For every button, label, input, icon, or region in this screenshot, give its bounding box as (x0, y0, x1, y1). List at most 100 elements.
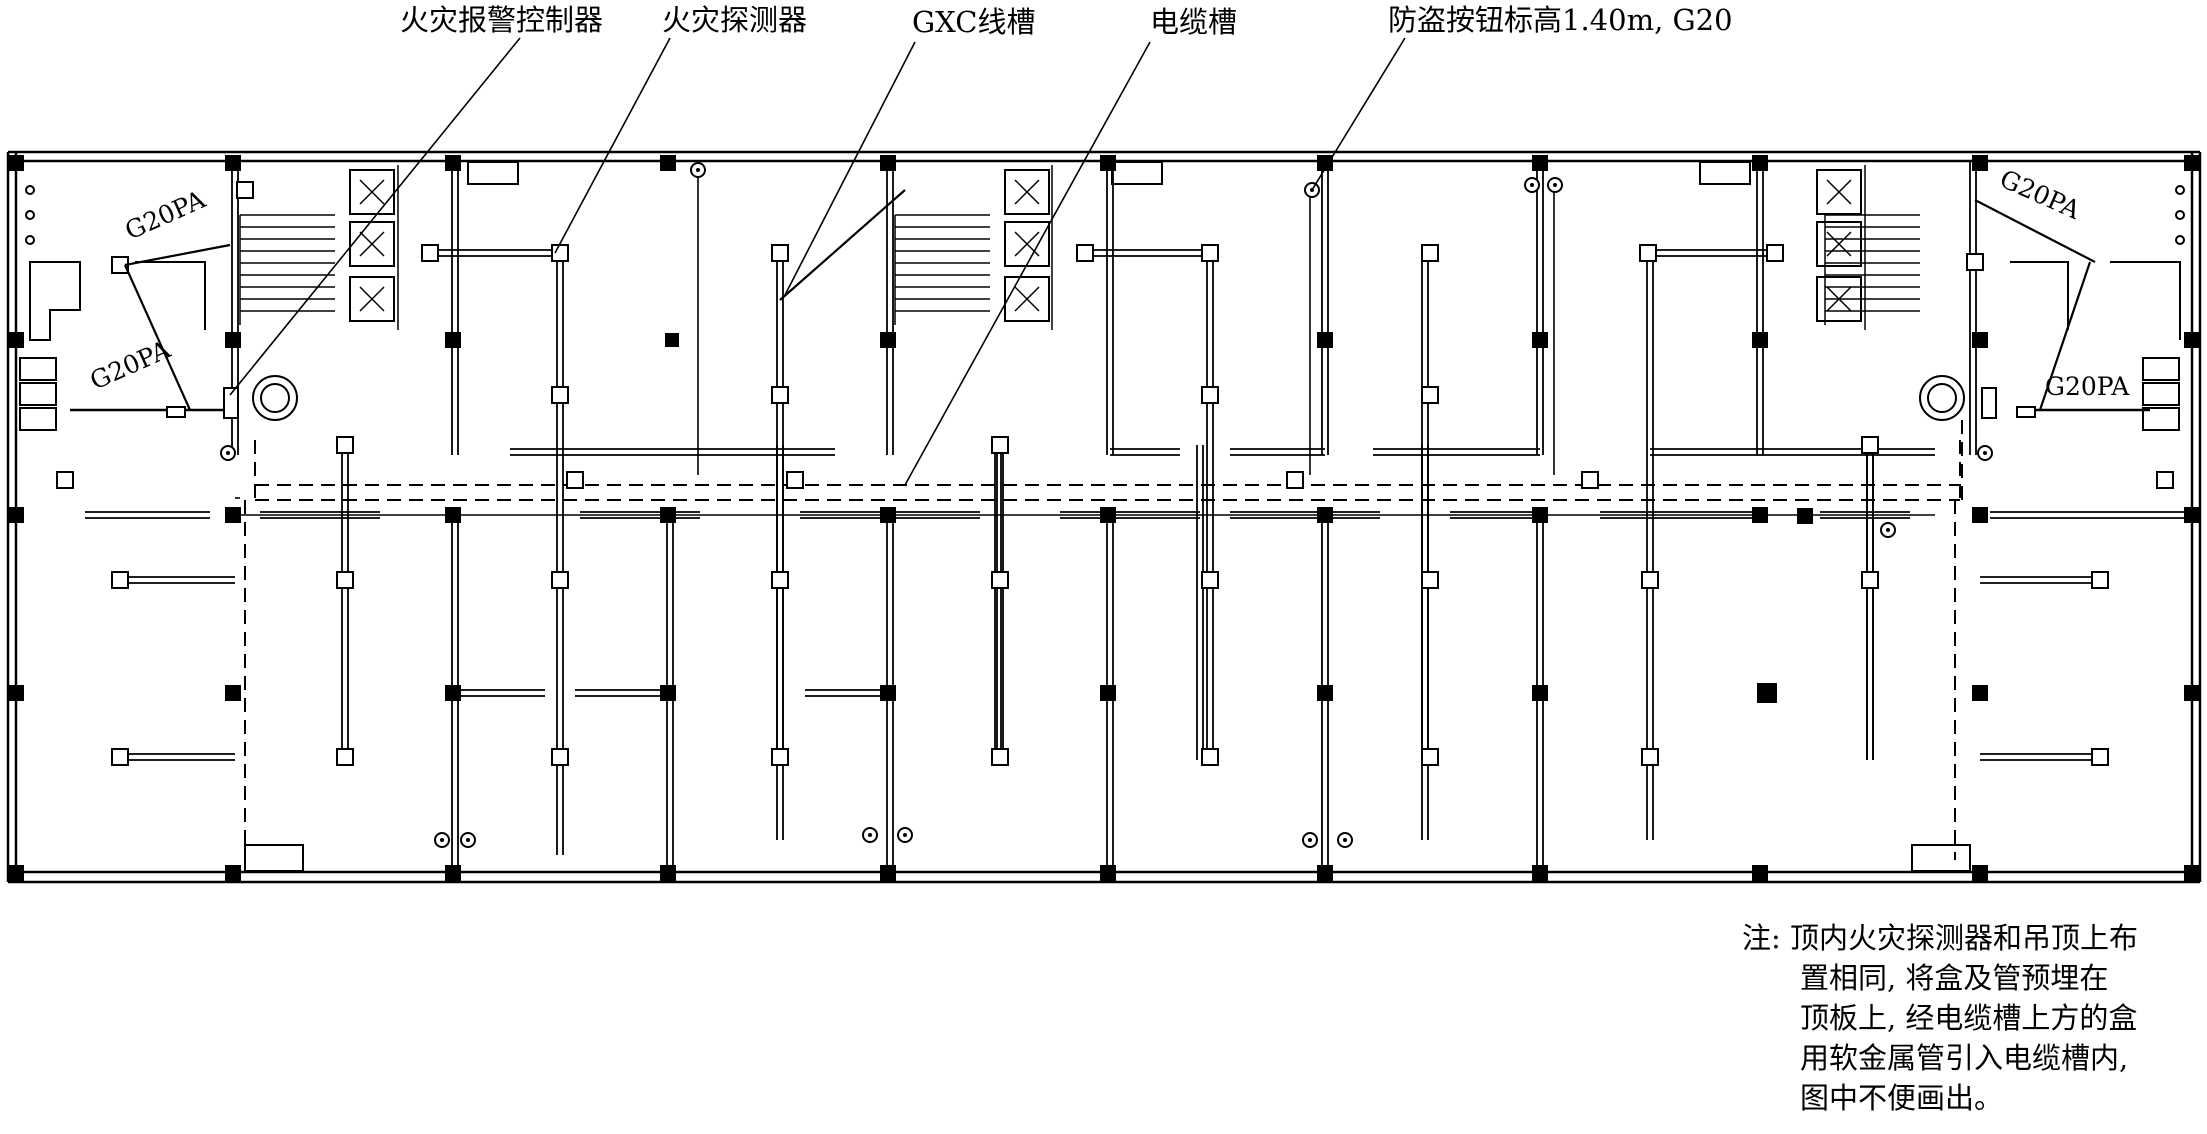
fixture (2175, 235, 2185, 245)
callout-leader (1311, 37, 1406, 191)
callout-gxc-trough-label: GXC线槽 (912, 5, 1036, 39)
door-panel (1111, 161, 1163, 185)
fire-detector-icon (1286, 471, 1304, 489)
column (1972, 155, 1988, 171)
column (445, 685, 461, 701)
burglar-button-dot (1886, 528, 1890, 532)
fixture (25, 210, 35, 220)
pipe-run (1974, 199, 2096, 263)
door-panel (1699, 161, 1751, 185)
fire-detector-icon (2091, 748, 2109, 766)
elevator-mark (1826, 231, 1852, 257)
fire-detector-icon (1421, 748, 1439, 766)
callout-detector-label: 火灾探测器 (662, 3, 807, 37)
fire-detector-icon (771, 748, 789, 766)
column (225, 155, 241, 171)
column (660, 685, 676, 701)
fire-detector-icon (551, 748, 569, 766)
fire-detector-icon (56, 471, 74, 489)
fixture (2175, 185, 2185, 195)
elevator (349, 276, 395, 322)
fire-detector-icon (2156, 471, 2174, 489)
pipe-label-left-upper: G20PA (121, 184, 211, 245)
fire-detector-icon (421, 244, 439, 262)
fixture (25, 235, 35, 245)
callout-burglar-button-label: 防盗按钮标高1.40m, G20 (1388, 3, 1733, 37)
column (1752, 155, 1768, 171)
fire-detector-icon (2091, 571, 2109, 589)
fire-alarm-controller-icon (1981, 387, 1997, 419)
fixture (25, 185, 35, 195)
column (1317, 865, 1333, 881)
column (660, 507, 676, 523)
fire-detector-icon (111, 748, 129, 766)
fire-detector-icon (1421, 571, 1439, 589)
sink (2142, 357, 2180, 381)
fire-detector-icon (336, 571, 354, 589)
round-column (1919, 375, 1965, 421)
fire-detector-icon (991, 436, 1009, 454)
pipe-run (124, 243, 231, 267)
column (1100, 865, 1116, 881)
pipe-run (2038, 261, 2092, 411)
column (1532, 865, 1548, 881)
fire-detector-icon (336, 436, 354, 454)
column (2184, 685, 2200, 701)
elevator-mark (1826, 179, 1852, 205)
fire-detector-icon (1641, 571, 1659, 589)
column (1972, 507, 1988, 523)
elevator (349, 221, 395, 267)
column (1757, 683, 1777, 703)
burglar-button-dot (226, 451, 230, 455)
column (660, 865, 676, 881)
fire-detector-icon (1421, 386, 1439, 404)
burglar-button-dot (1553, 183, 1557, 187)
callout-leader (554, 37, 671, 254)
sink (2142, 407, 2180, 431)
column (2184, 507, 2200, 523)
sink (19, 357, 57, 381)
column (445, 507, 461, 523)
cable-trough (244, 420, 1963, 860)
fire-detector-icon (1581, 471, 1599, 489)
fire-detector-icon (1641, 748, 1659, 766)
column (2184, 865, 2200, 881)
fire-detector-icon (1766, 244, 1784, 262)
column (8, 865, 24, 881)
structural-columns (8, 155, 2200, 881)
column (225, 865, 241, 881)
burglar-button-dot (696, 168, 700, 172)
column (445, 865, 461, 881)
column (1797, 508, 1813, 524)
pipe-label-right-lower: G20PA (2045, 372, 2130, 401)
column (1532, 685, 1548, 701)
fire-detector-icon (1966, 253, 1984, 271)
column (2184, 155, 2200, 171)
burglar-button-dot (440, 838, 444, 842)
column (8, 332, 24, 348)
column (225, 332, 241, 348)
column (1752, 865, 1768, 881)
callout-leaders (229, 37, 1406, 486)
column (1532, 155, 1548, 171)
toilet-partition (29, 261, 81, 341)
fire-detector-icon (551, 244, 569, 262)
column (8, 685, 24, 701)
callout-leader (904, 41, 1151, 486)
column (1532, 332, 1548, 348)
round-column (252, 375, 298, 421)
fixture (2175, 210, 2185, 220)
fire-detector-icon (991, 571, 1009, 589)
elevator (1004, 276, 1050, 322)
burglar-button-dot (1308, 838, 1312, 842)
pipe-run (123, 264, 192, 411)
elevator (1816, 276, 1862, 322)
fire-detector-icon (771, 386, 789, 404)
column (445, 332, 461, 348)
fire-detector-icon (1421, 244, 1439, 262)
fire-detector-icon (1201, 386, 1219, 404)
fire-detector-icon (1861, 436, 1879, 454)
note-line-2: 置相同, 将盒及管预埋在 (1800, 961, 2109, 995)
burglar-button-dot (1530, 183, 1534, 187)
